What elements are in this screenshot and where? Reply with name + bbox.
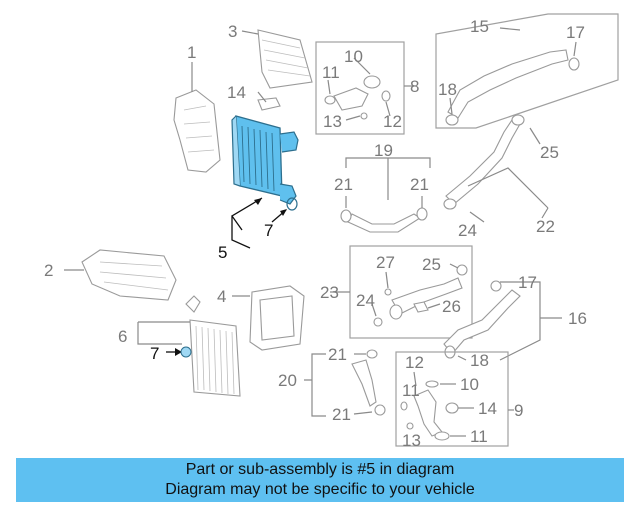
part-15-charge-pipe [445, 27, 580, 126]
part-23-pipe-assembly [330, 263, 468, 327]
part-6-intercooler-lower [137, 295, 241, 397]
callout-16: 16 [568, 309, 587, 328]
part-4-frame [232, 285, 305, 351]
info-banner: Part or sub-assembly is #5 in diagram Di… [16, 458, 624, 502]
part-1-air-duct [173, 62, 221, 173]
callout-21-right: 21 [410, 175, 429, 194]
part-20-hose [304, 349, 386, 417]
part-19-hose [340, 157, 431, 233]
group-box-15 [435, 13, 619, 129]
callout-8: 8 [410, 77, 419, 96]
part-9-connector-assembly [400, 371, 514, 441]
callout-1: 1 [187, 43, 196, 62]
callout-14-lower: 14 [478, 399, 497, 418]
group-box-9 [395, 351, 509, 447]
callout-7-lower: 7 [150, 344, 159, 363]
callout-18-right: 18 [470, 351, 489, 370]
callout-22: 22 [536, 217, 555, 236]
callout-17-top: 17 [566, 23, 585, 42]
callout-25-right: 25 [540, 143, 559, 162]
banner-line-1: Part or sub-assembly is #5 in diagram [185, 461, 455, 478]
callout-12-top: 12 [383, 112, 402, 131]
callout-21-lower-bottom: 21 [332, 405, 351, 424]
callout-10-top: 10 [344, 47, 363, 66]
callout-5: 5 [218, 243, 227, 262]
callout-11-lower: 11 [402, 381, 420, 400]
callout-10-lower: 10 [460, 375, 479, 394]
part-14-bracket [257, 91, 281, 111]
callout-20: 20 [278, 371, 297, 390]
part-7-seal-lower [166, 346, 192, 358]
callout-24-box: 24 [356, 291, 375, 310]
callout-4: 4 [217, 287, 226, 306]
part-22-hose [443, 114, 549, 223]
callout-14-top: 14 [227, 83, 246, 102]
callout-3: 3 [228, 22, 237, 41]
callout-12-lower: 12 [405, 353, 424, 372]
part-8-connector-assembly [324, 57, 414, 121]
banner-line-2: Diagram may not be specific to your vehi… [165, 481, 475, 498]
part-3-air-guide [241, 29, 313, 89]
part-2-lower-duct [64, 249, 177, 301]
callout-13-lower: 13 [402, 431, 421, 450]
part-16-hose [443, 280, 562, 361]
callout-13-top: 13 [323, 112, 342, 131]
callout-17-right: 17 [518, 273, 537, 292]
callout-24-right: 24 [458, 221, 477, 240]
group-box-8 [315, 41, 405, 135]
callout-7-top: 7 [264, 221, 273, 240]
callout-21-lower-top: 21 [328, 345, 347, 364]
callout-18-top: 18 [438, 80, 457, 99]
callout-6: 6 [118, 327, 127, 346]
callout-23: 23 [320, 283, 339, 302]
callout-15: 15 [470, 17, 489, 36]
callout-21-left: 21 [334, 175, 353, 194]
callout-27: 27 [376, 253, 395, 272]
callout-19: 19 [374, 141, 393, 160]
callout-25-box: 25 [422, 255, 441, 274]
callout-2: 2 [44, 261, 53, 280]
callout-9: 9 [514, 401, 523, 420]
parts-diagram: 3 1 14 5 7 1 [44, 13, 619, 450]
part-5-intercooler-highlighted [231, 115, 299, 211]
callout-26: 26 [442, 297, 461, 316]
callout-5-7-leaders [231, 197, 287, 249]
callout-11-top: 11 [322, 63, 340, 82]
callout-11-bottom: 11 [470, 427, 488, 446]
